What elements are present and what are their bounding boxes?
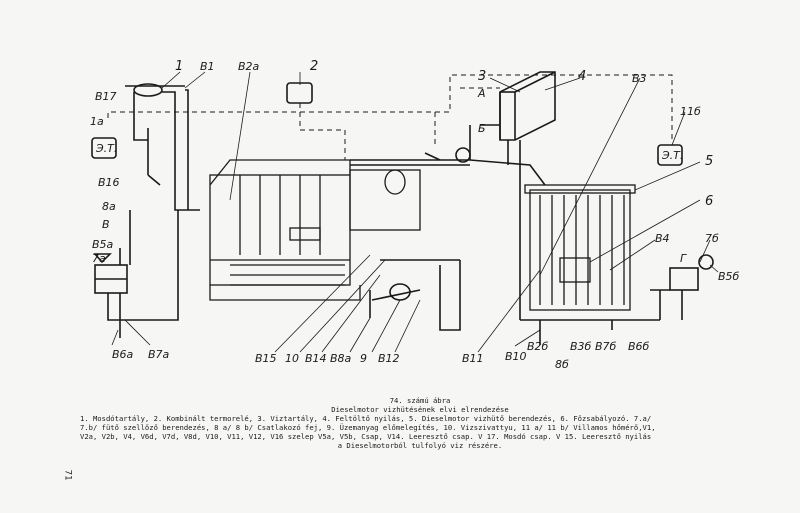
label-8a: 8a [102,200,116,213]
label-a: A [477,87,486,100]
thermorelay-2 [286,82,313,104]
figure-number: 74. számú ábra [389,396,451,405]
dashed-control-line-thermorelay [299,103,346,160]
label-6: 6 [705,194,713,209]
figure-caption: 74. számú ábra Dieselmotor vizhütésének … [80,396,760,450]
label-b1: B1 [200,60,215,73]
label-g: Г [680,252,687,265]
caption-line-2: 7.b/ fütő szellőző berendezés, 8 a/ 8 b/… [80,423,656,432]
label-1: 1 [175,59,183,74]
page-number: 71 [62,469,73,481]
label-b5b: B5б [718,270,740,283]
label-b4: B4 [655,232,670,245]
label-bb: Б [478,122,486,135]
label-b11: B11 [462,352,484,365]
water-tank-3 [499,71,556,141]
label-b7a: B7a [148,348,170,361]
label-b8a: B8a [330,352,352,365]
label-b10: B10 [505,350,527,363]
caption-line-4: a Dieselmotorból tulfolyó viz részére. [337,441,503,450]
label-b6b: B6б [628,340,650,353]
label-9: 9 [360,352,367,365]
label-2: 2 [310,59,318,74]
pipe-pump-bottom [439,260,461,331]
cooling-system-diagram: 1 B1 B2a 2 3 4 B3 A Б B17 1a Э.Т. B16 8a… [90,59,740,371]
label-7b: 7б [705,232,719,245]
label-b2a: B2a [238,60,260,73]
label-4: 4 [578,69,586,84]
label-1a: 1a [90,115,104,128]
pipe-header-to-engine [162,91,200,211]
label-5: 5 [705,154,713,169]
main-regulator-6 [559,257,591,283]
label-et-left: Э.Т. [95,142,117,155]
label-7a: 7a [92,252,106,265]
label-10: 10 [285,352,299,365]
label-b14: B14 [305,352,327,365]
label-3: 3 [478,69,486,84]
label-v: B [102,218,110,231]
label-et-right: Э.Т. [661,149,683,162]
label-b5a: B5a [92,238,114,251]
dashed-control-line-top [107,74,673,140]
label-b2b: B2б [527,340,549,353]
radiator-5 [524,184,636,311]
pipe-engine-to-radiator [350,159,546,186]
label-b17: B17 [95,90,117,103]
figure-title: Dieselmotor vizhütésének elvi elrendezés… [331,405,509,414]
thermometer-11a [91,137,117,159]
caption-line-1: 1. Mosdótartály, 2. Kombinált termorelé,… [80,414,652,423]
label-b6a: B6a [112,348,134,361]
header-tank-1 [133,83,163,97]
pipe-left-return [107,210,179,321]
label-b16: B16 [98,176,120,189]
label-b7b: B7б [595,340,617,353]
label-b15: B15 [255,352,277,365]
label-b12: B12 [378,352,400,365]
thermometer-11b [657,144,683,166]
label-b3: B3 [632,72,647,85]
label-11b: 11б [680,105,701,118]
heater-7b [669,267,699,291]
label-b3b: B3б [570,340,592,353]
caption-line-3: V2a, V2b, V4, V6d, V7d, V8d, V10, V11, V… [80,432,652,441]
label-8b: 8б [555,358,569,371]
diesel-engine [209,159,421,301]
